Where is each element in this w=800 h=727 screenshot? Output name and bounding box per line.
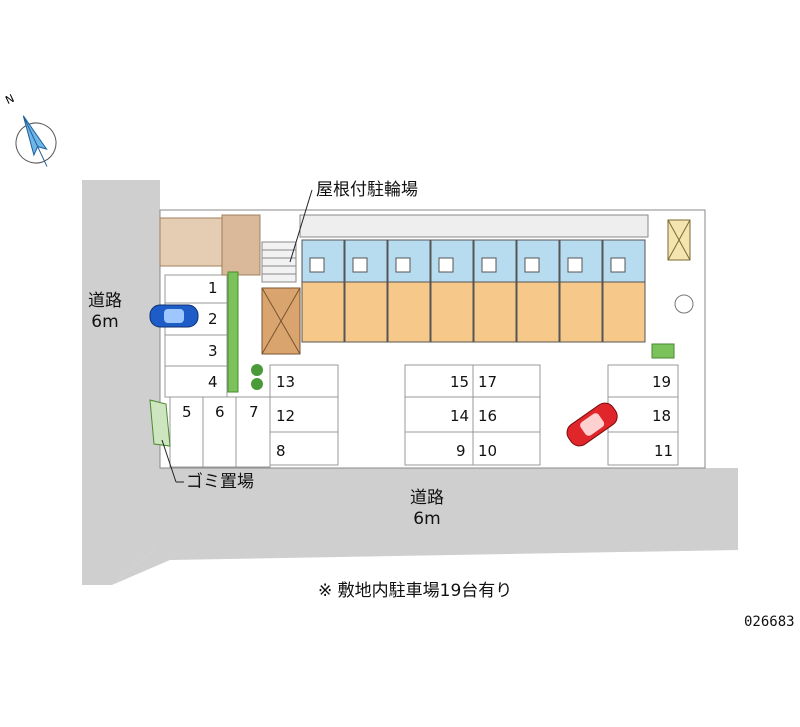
shrub: [251, 378, 263, 390]
car-red-icon: [566, 402, 618, 447]
unit-room: [387, 281, 431, 343]
shrub: [251, 364, 263, 376]
corner-hedge: [651, 343, 675, 359]
parking-slot-number: 17: [478, 373, 498, 391]
parking-slot-number: 1: [208, 279, 218, 297]
parking-slot-number: 15: [450, 373, 470, 391]
building-corridor: [299, 214, 649, 238]
parking-slot-number: 2: [208, 310, 218, 328]
parking-slot-number: 14: [450, 407, 470, 425]
garbage-callout-line: [161, 439, 177, 483]
parking-slot-number: 8: [276, 442, 286, 460]
south-road-main: [155, 468, 738, 548]
unit-room: [344, 281, 388, 343]
parking-slot-number: 16: [478, 407, 498, 425]
stairs: [261, 241, 297, 283]
unit-fixture: [395, 257, 411, 273]
brick-walkway: [221, 214, 261, 276]
property-code: 026683: [744, 614, 795, 630]
unit-room: [516, 281, 560, 343]
parking-slot-number: 19: [652, 373, 672, 391]
hedge-strip: [227, 271, 239, 393]
parking-slot-number: 5: [182, 403, 192, 421]
unit-fixture: [352, 257, 368, 273]
west-road: [82, 180, 160, 585]
south-road-width: 6m: [413, 509, 441, 530]
unit-room: [559, 281, 603, 343]
unit-room: [602, 281, 646, 343]
compass-letter: N: [3, 92, 16, 107]
parking-slot-number: 6: [215, 403, 225, 421]
parking-slot-number: 3: [208, 342, 218, 360]
west-road-name: 道路: [88, 291, 122, 311]
unit-fixture: [438, 257, 454, 273]
parking-block-bottom-left: [169, 396, 271, 468]
parking-note: ※ 敷地内駐車場19台有り: [318, 581, 513, 601]
bicycle-parking-label: 屋根付駐輪場: [316, 180, 418, 200]
unit-bathroom: [387, 239, 431, 283]
round-fixture: [674, 294, 694, 314]
parking-slot-number: 10: [478, 442, 498, 460]
unit-fixture: [481, 257, 497, 273]
unit-fixture: [309, 257, 325, 273]
parking-block-left: [164, 274, 228, 398]
garbage-area-label: ゴミ置場: [186, 472, 254, 492]
apartment-units: [301, 239, 646, 343]
unit-room: [301, 281, 345, 343]
parking-lines: [165, 302, 678, 467]
parking-slot-number: 18: [652, 407, 672, 425]
unit-fixture: [610, 257, 626, 273]
unit-room: [473, 281, 517, 343]
parking-slot-number: 13: [276, 373, 296, 391]
west-road-label: 道路 6m: [88, 291, 122, 334]
parking-slot-number: 11: [654, 442, 674, 460]
south-road-label: 道路 6m: [410, 488, 444, 531]
parking-slot-number: 7: [249, 403, 259, 421]
west-road-width: 6m: [91, 312, 119, 333]
bicycle-callout-line: [289, 189, 313, 263]
unit-fixture: [567, 257, 583, 273]
parking-slot-number: 12: [276, 407, 296, 425]
compass-icon: [15, 115, 57, 167]
unit-fixture: [524, 257, 540, 273]
south-road-name: 道路: [410, 488, 444, 508]
unit-room: [430, 281, 474, 343]
parking-slot-number: 9: [456, 442, 466, 460]
parking-slot-number: 4: [208, 373, 218, 391]
garbage-area: [149, 399, 171, 447]
parking-block-center-left: [269, 364, 339, 466]
brick-walkway-upper: [159, 217, 223, 267]
parking-block-right: [607, 364, 679, 466]
car-blue-icon: [149, 304, 199, 328]
